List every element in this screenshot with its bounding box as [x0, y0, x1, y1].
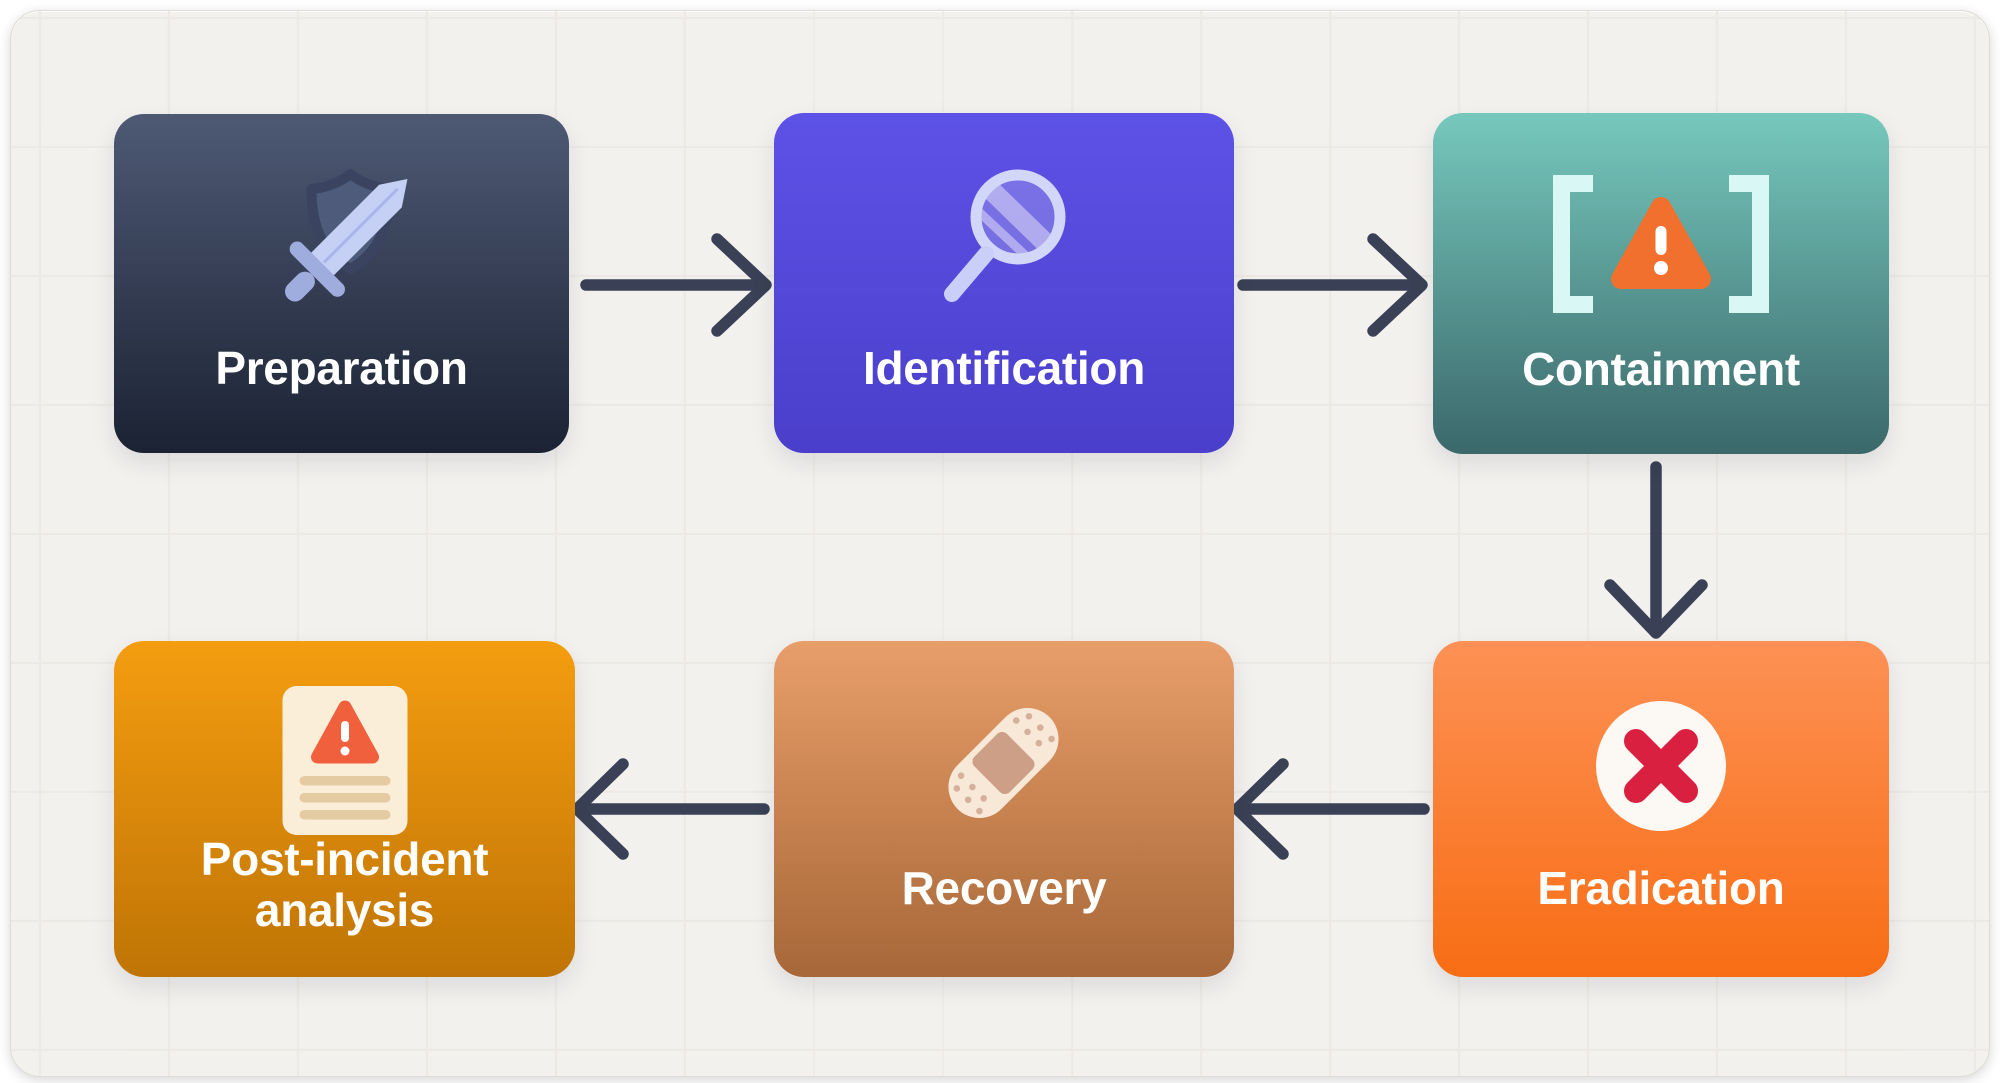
node-post-incident-analysis: Post-incident analysis: [114, 641, 575, 977]
x-circle-icon: [1596, 701, 1726, 831]
node-label: Identification: [862, 342, 1146, 395]
shield-sword-icon: [284, 169, 407, 302]
node-label: Containment: [1522, 343, 1800, 396]
node-containment: Containment: [1433, 113, 1889, 454]
bracket-warning-icon: [1553, 175, 1769, 313]
report-warning-icon: [282, 686, 407, 835]
arrow-preparation-to-identification: [580, 233, 772, 337]
node-label: Preparation: [215, 342, 468, 395]
bandage-icon: [948, 707, 1059, 819]
node-recovery: Recovery: [774, 641, 1234, 977]
node-eradication: Eradication: [1433, 641, 1889, 977]
node-preparation: Preparation: [114, 114, 569, 453]
node-label: Recovery: [901, 862, 1107, 915]
node-label: Post-incident analysis: [200, 832, 489, 937]
magnifier-icon: [944, 169, 1066, 302]
node-label: Eradication: [1537, 862, 1785, 915]
arrow-identification-to-containment: [1237, 233, 1428, 337]
arrow-containment-to-eradication: [1604, 461, 1708, 639]
arrow-recovery-to-post-incident: [571, 758, 770, 860]
arrow-eradication-to-recovery: [1231, 758, 1430, 860]
node-identification: Identification: [774, 113, 1234, 453]
diagram-canvas: Preparation Identification: [10, 10, 1990, 1077]
